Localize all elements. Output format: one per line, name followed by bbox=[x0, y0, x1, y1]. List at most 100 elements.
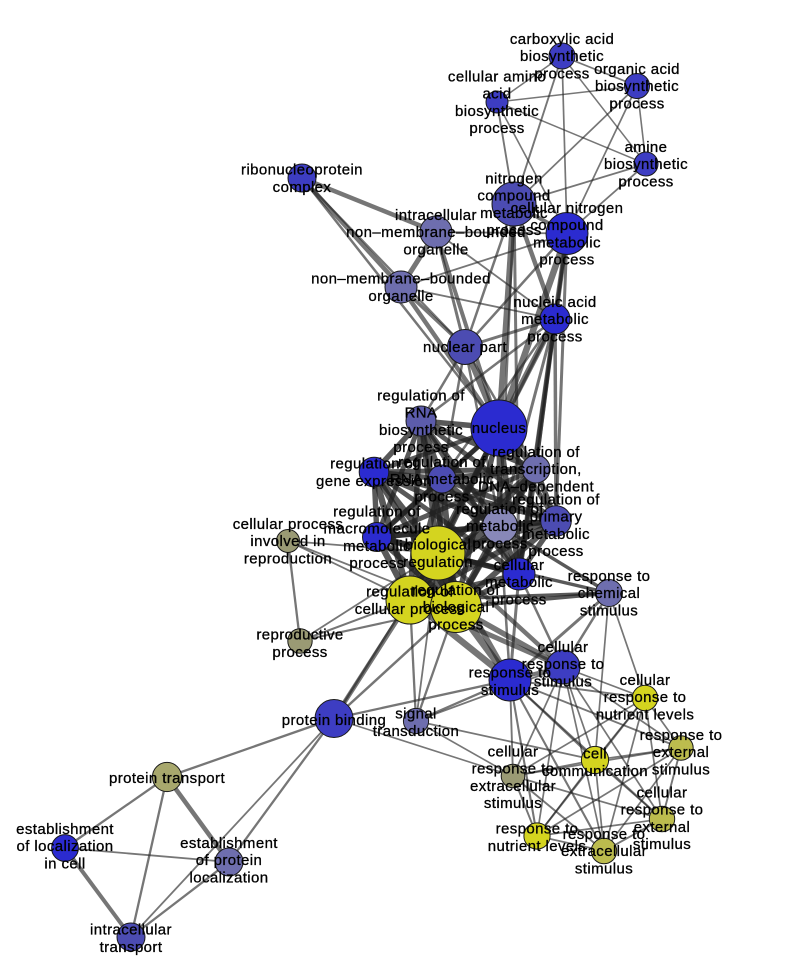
svg-text:process: process bbox=[469, 120, 524, 137]
svg-text:stimulus: stimulus bbox=[484, 795, 542, 812]
svg-text:metabolic: metabolic bbox=[485, 574, 553, 591]
svg-text:RNA: RNA bbox=[405, 405, 438, 422]
svg-text:compound: compound bbox=[477, 188, 550, 205]
svg-text:cellular: cellular bbox=[494, 557, 545, 574]
svg-text:process: process bbox=[414, 488, 469, 505]
svg-text:biosynthetic: biosynthetic bbox=[604, 156, 688, 173]
svg-text:process: process bbox=[472, 536, 527, 553]
svg-text:biosynthetic: biosynthetic bbox=[379, 422, 463, 439]
svg-text:transcription,: transcription, bbox=[490, 461, 581, 478]
svg-text:nutrient levels: nutrient levels bbox=[596, 706, 695, 723]
svg-text:signal: signal bbox=[395, 706, 437, 723]
svg-text:regulation of: regulation of bbox=[377, 387, 465, 404]
svg-text:biological: biological bbox=[423, 599, 490, 616]
svg-text:response to: response to bbox=[568, 568, 651, 585]
svg-text:regulation: regulation bbox=[403, 554, 473, 571]
svg-text:stimulus: stimulus bbox=[575, 860, 633, 877]
svg-text:regulation of: regulation of bbox=[412, 582, 500, 599]
svg-text:complex: complex bbox=[273, 179, 332, 196]
svg-text:organic acid: organic acid bbox=[594, 61, 680, 78]
svg-text:cell: cell bbox=[583, 746, 607, 763]
svg-text:gene expression: gene expression bbox=[316, 473, 432, 490]
svg-text:response to: response to bbox=[604, 689, 687, 706]
svg-text:process: process bbox=[618, 174, 673, 191]
svg-text:response to: response to bbox=[469, 665, 552, 682]
svg-text:nucleic acid: nucleic acid bbox=[513, 294, 596, 311]
svg-text:regulation of: regulation of bbox=[398, 454, 486, 471]
svg-text:non–membrane–bounded: non–membrane–bounded bbox=[346, 224, 526, 241]
svg-text:response to: response to bbox=[563, 826, 646, 843]
svg-text:process: process bbox=[393, 439, 448, 456]
svg-text:organelle: organelle bbox=[403, 242, 468, 259]
svg-text:cellular: cellular bbox=[538, 639, 589, 656]
svg-text:extracellular: extracellular bbox=[470, 778, 556, 795]
svg-text:metabolic: metabolic bbox=[533, 234, 601, 251]
svg-text:process: process bbox=[486, 222, 541, 239]
svg-text:stimulus: stimulus bbox=[534, 673, 592, 690]
svg-text:compound: compound bbox=[530, 217, 603, 234]
svg-text:regulation of: regulation of bbox=[366, 584, 454, 601]
svg-text:cellular: cellular bbox=[488, 744, 539, 761]
svg-text:nitrogen: nitrogen bbox=[485, 170, 542, 187]
svg-text:establishment: establishment bbox=[16, 821, 114, 838]
svg-text:reproduction: reproduction bbox=[244, 550, 332, 567]
svg-text:amine: amine bbox=[625, 139, 668, 156]
svg-text:stimulus: stimulus bbox=[580, 602, 638, 619]
svg-text:regulation of: regulation of bbox=[456, 501, 544, 518]
svg-text:communication: communication bbox=[542, 763, 648, 780]
svg-text:cellular amino: cellular amino bbox=[448, 69, 546, 86]
svg-text:DNA–dependent: DNA–dependent bbox=[478, 478, 595, 495]
svg-text:regulation of: regulation of bbox=[512, 491, 600, 508]
svg-text:process: process bbox=[491, 591, 546, 608]
svg-text:protein transport: protein transport bbox=[109, 770, 225, 787]
svg-text:external: external bbox=[634, 819, 691, 836]
svg-text:of protein: of protein bbox=[196, 852, 263, 869]
svg-text:nutrient levels: nutrient levels bbox=[488, 838, 587, 855]
svg-text:regulation of: regulation of bbox=[330, 456, 418, 473]
svg-text:response to: response to bbox=[472, 761, 555, 778]
svg-text:regulation of: regulation of bbox=[492, 444, 580, 461]
svg-text:regulation of: regulation of bbox=[333, 504, 421, 521]
svg-text:transduction: transduction bbox=[373, 723, 460, 740]
svg-text:reproductive: reproductive bbox=[256, 627, 343, 644]
svg-text:nucleus: nucleus bbox=[472, 420, 527, 437]
svg-text:extracellular: extracellular bbox=[561, 843, 647, 860]
svg-text:establishment: establishment bbox=[180, 835, 278, 852]
svg-text:in cell: in cell bbox=[44, 855, 85, 872]
svg-text:non–membrane–bounded: non–membrane–bounded bbox=[311, 271, 491, 288]
svg-text:process: process bbox=[539, 252, 594, 269]
svg-text:ribonucleoprotein: ribonucleoprotein bbox=[241, 162, 363, 179]
svg-text:metabolic: metabolic bbox=[522, 526, 590, 543]
svg-text:nuclear part: nuclear part bbox=[423, 339, 507, 356]
svg-text:chemical: chemical bbox=[578, 585, 640, 602]
svg-text:protein binding: protein binding bbox=[282, 712, 386, 729]
svg-text:metabolic: metabolic bbox=[480, 205, 548, 222]
svg-text:external: external bbox=[653, 744, 710, 761]
svg-text:stimulus: stimulus bbox=[652, 761, 710, 778]
svg-text:process: process bbox=[349, 555, 404, 572]
svg-text:biosynthetic: biosynthetic bbox=[520, 48, 604, 65]
svg-text:cellular: cellular bbox=[637, 785, 688, 802]
svg-text:organelle: organelle bbox=[368, 288, 433, 305]
svg-text:metabolic: metabolic bbox=[343, 538, 411, 555]
svg-text:response to: response to bbox=[522, 656, 605, 673]
svg-text:cellular process: cellular process bbox=[355, 601, 466, 618]
svg-text:response to: response to bbox=[621, 802, 704, 819]
svg-text:biological: biological bbox=[405, 537, 472, 554]
svg-text:carboxylic acid: carboxylic acid bbox=[510, 31, 614, 48]
svg-text:intracellular: intracellular bbox=[395, 207, 477, 224]
svg-text:metabolic: metabolic bbox=[466, 518, 534, 535]
svg-text:biosynthetic: biosynthetic bbox=[595, 78, 679, 95]
svg-text:metabolic: metabolic bbox=[521, 311, 589, 328]
svg-text:intracellular: intracellular bbox=[90, 922, 172, 939]
svg-text:process: process bbox=[272, 644, 327, 661]
svg-text:RNA metabolic: RNA metabolic bbox=[390, 471, 495, 488]
svg-text:stimulus: stimulus bbox=[481, 682, 539, 699]
svg-text:process: process bbox=[527, 328, 582, 345]
svg-text:of localization: of localization bbox=[17, 838, 114, 855]
svg-text:process: process bbox=[528, 543, 583, 560]
svg-text:macromolecule: macromolecule bbox=[324, 521, 431, 538]
svg-text:cellular: cellular bbox=[620, 672, 671, 689]
svg-text:process: process bbox=[428, 616, 483, 633]
svg-text:cellular nitrogen: cellular nitrogen bbox=[511, 200, 624, 217]
